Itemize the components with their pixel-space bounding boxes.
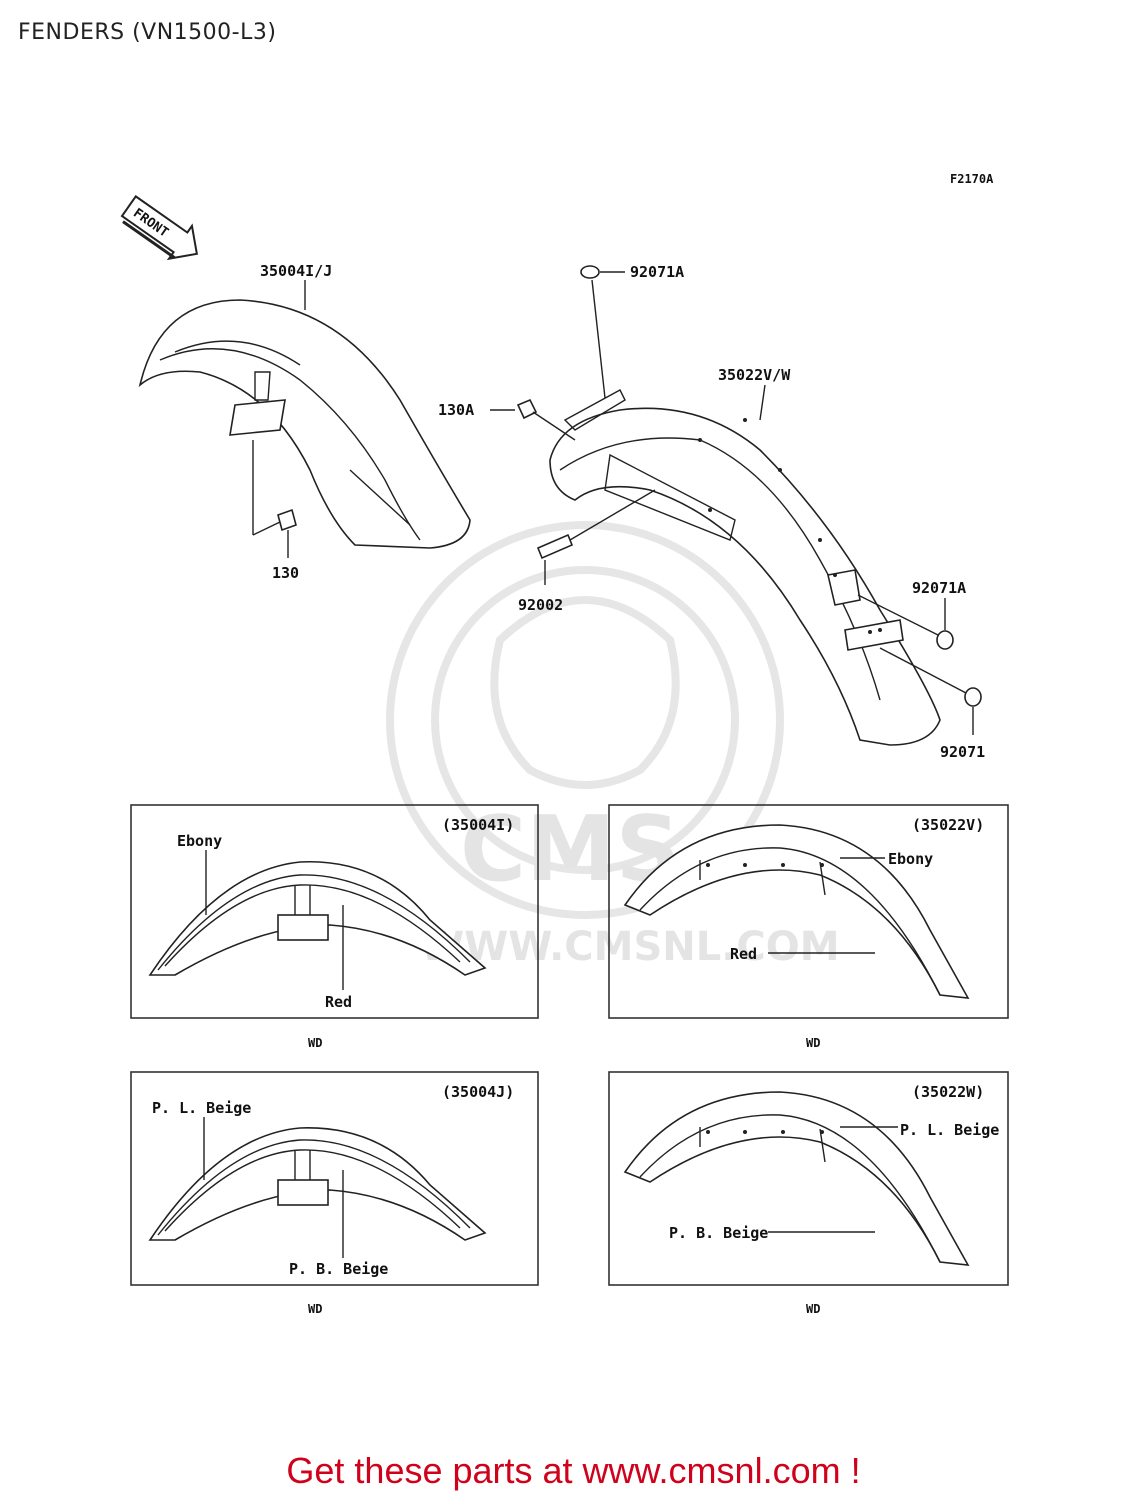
label-35022VW: 35022V/W [718, 366, 791, 384]
panel-note: WD [308, 1302, 322, 1316]
label-35004IJ: 35004I/J [260, 262, 332, 280]
panel-35022W: (35022W) P. L. Beige P. B. Beige [608, 1071, 1009, 1286]
label-92071A-top: 92071A [630, 263, 684, 281]
panel-label-b: Red [325, 993, 352, 1011]
label-92002: 92002 [518, 596, 563, 614]
panel-code: (35004J) [442, 1083, 514, 1101]
panel-label-b: P. B. Beige [289, 1260, 388, 1278]
cmsnl-watermark: CMS WWW.CMSNL.COM [386, 521, 840, 970]
panel-35022V: (35022V) Ebony Red [608, 804, 1009, 1019]
figure-code: F2170A [950, 172, 994, 186]
panel-code: (35022W) [912, 1083, 984, 1101]
cap-92071 [879, 647, 982, 735]
label-92071: 92071 [940, 743, 985, 761]
fenders-diagram: CMS WWW.CMSNL.COM F2170A FRONT 35004I/J … [120, 172, 1009, 1316]
panel-note: WD [806, 1036, 820, 1050]
panel-label-a: P. L. Beige [900, 1121, 999, 1139]
cap-92071A-right [857, 594, 954, 650]
label-92071A-right: 92071A [912, 579, 966, 597]
rear-fender [549, 389, 941, 746]
panel-note: WD [308, 1036, 322, 1050]
page-title: FENDERS (VN1500-L3) [18, 20, 277, 45]
panel-35004I: (35004I) Ebony Red [130, 804, 539, 1019]
panel-35004J: (35004J) P. L. Beige P. B. Beige [130, 1071, 539, 1286]
panel-label-a: Ebony [177, 832, 222, 850]
label-130: 130 [272, 564, 299, 582]
panel-label-a: Ebony [888, 850, 933, 868]
panel-label-b: P. B. Beige [669, 1224, 768, 1242]
panel-code: (35022V) [912, 816, 984, 834]
panel-label-b: Red [730, 945, 757, 963]
bolt-92002 [536, 489, 656, 585]
cap-92071A-top [580, 265, 625, 399]
watermark-text: WWW.CMSNL.COM [420, 924, 840, 970]
front-arrow-icon: FRONT [120, 194, 199, 261]
footer-link[interactable]: Get these parts at www.cmsnl.com ! [286, 1450, 861, 1491]
label-130A: 130A [438, 401, 474, 419]
panel-note: WD [806, 1302, 820, 1316]
bolt-130A [490, 398, 576, 441]
panel-code: (35004I) [442, 816, 514, 834]
front-fender [138, 299, 471, 549]
panel-label-a: P. L. Beige [152, 1099, 251, 1117]
front-bolt-130 [252, 440, 297, 558]
